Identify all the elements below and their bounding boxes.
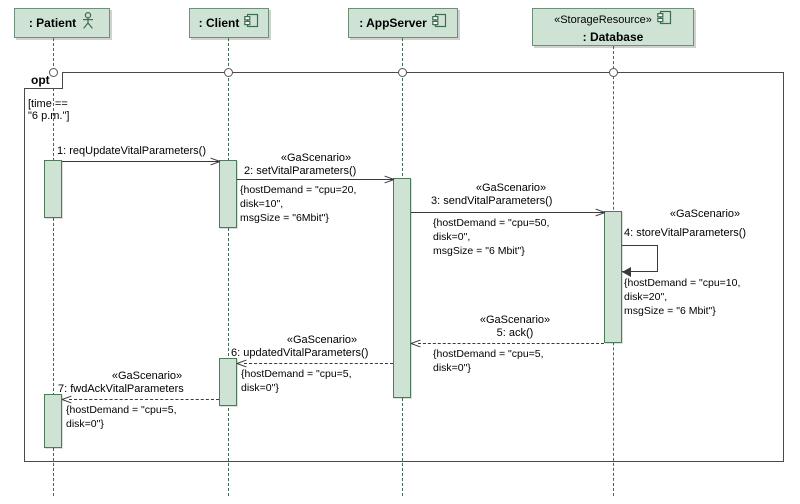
message-5-arrowhead bbox=[410, 338, 421, 349]
component-icon bbox=[244, 13, 259, 33]
activation-client-2 bbox=[219, 358, 237, 406]
activation-patient-2 bbox=[44, 394, 62, 448]
message-6-annotation: {hostDemand = "cpu=5, disk=0"} bbox=[241, 368, 352, 394]
lifeline-client bbox=[228, 38, 229, 496]
message-3-label: 3: sendVitalParameters() bbox=[431, 195, 553, 207]
message-2-annotation: {hostDemand = "cpu=20, disk=10", msgSize… bbox=[240, 184, 357, 224]
lifeline-head-patient[interactable]: : Patient bbox=[14, 8, 110, 38]
component-icon bbox=[657, 10, 672, 30]
lifeline-connector-appserver bbox=[398, 68, 407, 77]
message-4-annotation: {hostDemand = "cpu=10, disk=20", msgSize… bbox=[624, 277, 741, 317]
message-7-arrow[interactable] bbox=[69, 399, 219, 400]
message-7-label: 7: fwdAckVitalParameters bbox=[58, 383, 184, 395]
lifeline-head-client[interactable]: : Client bbox=[189, 8, 269, 38]
lifeline-connector-database bbox=[609, 68, 618, 77]
lifeline-patient bbox=[53, 38, 54, 496]
opt-fragment-guard: [time == "6 p.m."] bbox=[28, 98, 70, 122]
message-6-arrow[interactable] bbox=[244, 363, 393, 364]
message-4-arrowhead bbox=[622, 267, 631, 277]
message-4-stereotype: «GaScenario» bbox=[669, 208, 741, 220]
message-2-stereotype: «GaScenario» bbox=[280, 152, 352, 164]
activation-client-1 bbox=[219, 160, 237, 228]
message-1-arrowhead bbox=[210, 156, 221, 167]
message-5-stereotype: «GaScenario» bbox=[479, 314, 551, 326]
lifeline-stereotype-database: «StorageResource» bbox=[554, 13, 652, 26]
message-6-label: 6: updatedVitalParameters() bbox=[231, 347, 369, 359]
message-5-arrow[interactable] bbox=[418, 343, 604, 344]
message-7-annotation: {hostDemand = "cpu=5, disk=0"} bbox=[66, 404, 177, 430]
lifeline-connector-client bbox=[224, 68, 233, 77]
message-1-arrow[interactable] bbox=[62, 161, 219, 162]
message-6-stereotype: «GaScenario» bbox=[286, 334, 358, 346]
lifeline-label-appserver: : AppServer bbox=[359, 16, 427, 30]
activation-appserver-1 bbox=[393, 178, 411, 398]
lifeline-label-database: : Database bbox=[582, 30, 644, 44]
message-2-arrow[interactable] bbox=[237, 179, 393, 180]
message-3-arrowhead bbox=[595, 207, 606, 218]
lifeline-head-appserver[interactable]: : AppServer bbox=[348, 8, 458, 38]
message-1-label: 1: reqUpdateVitalParameters() bbox=[57, 145, 206, 157]
message-5-label: 5: ack() bbox=[496, 327, 534, 339]
message-3-annotation: {hostDemand = "cpu=50, disk=0", msgSize … bbox=[433, 217, 550, 257]
message-2-label: 2: setVitalParameters() bbox=[244, 165, 357, 177]
activation-patient-1 bbox=[44, 160, 62, 218]
message-3-arrow[interactable] bbox=[411, 212, 604, 213]
activation-database-1 bbox=[604, 211, 622, 343]
message-2-arrowhead bbox=[384, 174, 395, 185]
lifeline-label-patient: : Patient bbox=[28, 16, 77, 30]
component-icon bbox=[431, 13, 447, 33]
message-5-annotation: {hostDemand = "cpu=5, disk=0"} bbox=[433, 348, 544, 374]
message-3-stereotype: «GaScenario» bbox=[475, 182, 547, 194]
actor-icon bbox=[81, 11, 95, 35]
message-4-self-loop[interactable] bbox=[622, 245, 658, 272]
lifeline-label-client: : Client bbox=[198, 16, 240, 30]
lifeline-head-database[interactable]: «StorageResource» : Database bbox=[532, 8, 694, 46]
lifeline-connector-patient bbox=[49, 68, 58, 77]
message-4-label: 4: storeVitalParameters() bbox=[624, 227, 747, 239]
message-7-stereotype: «GaScenario» bbox=[111, 370, 183, 382]
